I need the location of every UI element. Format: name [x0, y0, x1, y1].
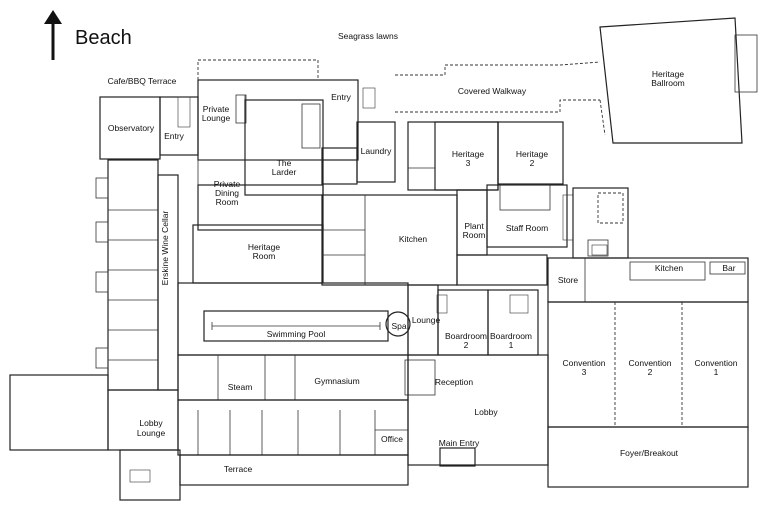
label-convention3-1: Convention [562, 358, 605, 368]
label-lounge: Lounge [412, 315, 441, 325]
label-convention3-2: 3 [582, 367, 587, 377]
label-convention1-1: Convention [694, 358, 737, 368]
label-boardroom2-2: 2 [464, 340, 469, 350]
label-observatory: Observatory [108, 123, 155, 133]
label-heritage2-2: 2 [530, 158, 535, 168]
label-private-lounge-1: Private [203, 104, 230, 114]
label-private-lounge-2: Lounge [202, 113, 231, 123]
label-kitchen-main: Kitchen [399, 234, 428, 244]
label-convention2-2: 2 [648, 367, 653, 377]
north-arrow-icon [44, 10, 62, 60]
label-entry-top: Entry [331, 92, 352, 102]
label-swimming-pool: Swimming Pool [267, 329, 326, 339]
label-the-larder-2: Larder [272, 167, 297, 177]
label-main-entry: Main Entry [439, 438, 480, 448]
room-labels: Seagrass lawns Cafe/BBQ Terrace Observat… [108, 31, 738, 474]
label-lobby: Lobby [474, 407, 498, 417]
label-private-dining-1: Private [214, 179, 241, 189]
label-convention1-2: 1 [714, 367, 719, 377]
label-bar: Bar [722, 263, 735, 273]
label-the-larder-1: The [277, 158, 292, 168]
label-covered-walkway: Covered Walkway [458, 86, 527, 96]
label-private-dining-3: Room [216, 197, 239, 207]
label-office: Office [381, 434, 403, 444]
label-reception: Reception [435, 377, 474, 387]
label-private-dining-2: Dining [215, 188, 239, 198]
label-heritage3-2: 3 [466, 158, 471, 168]
label-cafe-bbq-terrace: Cafe/BBQ Terrace [108, 76, 177, 86]
label-steam: Steam [228, 382, 253, 392]
label-store: Store [558, 275, 579, 285]
label-heritage-room-1: Heritage [248, 242, 280, 252]
label-spa: Spa [391, 321, 406, 331]
label-boardroom1-1: Boardroom [490, 331, 532, 341]
label-heritage3-1: Heritage [452, 149, 484, 159]
label-lobby-lounge-2: Lounge [137, 428, 166, 438]
label-convention2-1: Convention [628, 358, 671, 368]
label-staff-room: Staff Room [506, 223, 548, 233]
label-heritage2-1: Heritage [516, 149, 548, 159]
label-heritage-ballroom-2: Ballroom [651, 78, 685, 88]
label-heritage-room-2: Room [253, 251, 276, 261]
walls [9, 17, 758, 501]
label-erskine-wine-cellar: Erskine Wine Cellar [160, 211, 170, 286]
label-gymnasium: Gymnasium [314, 376, 359, 386]
label-plant-room-2: Room [463, 230, 486, 240]
label-foyer-breakout: Foyer/Breakout [620, 448, 679, 458]
label-plant-room-1: Plant [464, 221, 484, 231]
label-laundry: Laundry [361, 146, 392, 156]
label-boardroom2-1: Boardroom [445, 331, 487, 341]
label-entry-left: Entry [164, 131, 185, 141]
label-kitchen-right: Kitchen [655, 263, 684, 273]
label-boardroom1-2: 1 [509, 340, 514, 350]
label-heritage-ballroom-1: Heritage [652, 69, 684, 79]
label-lobby-lounge-1: Lobby [139, 418, 163, 428]
compass-label: Beach [75, 27, 132, 49]
label-seagrass-lawns: Seagrass lawns [338, 31, 398, 41]
label-terrace: Terrace [224, 464, 253, 474]
